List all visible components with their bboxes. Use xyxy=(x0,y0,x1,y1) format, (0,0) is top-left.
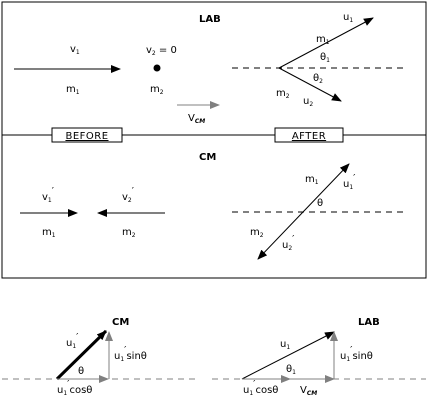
cm-title: CM xyxy=(199,152,216,163)
before-tag: BEFORE xyxy=(65,131,108,142)
m2-label: m2 xyxy=(150,84,164,96)
u2p-label: u2′ xyxy=(282,234,295,252)
lower-lab-title: LAB xyxy=(358,317,380,328)
lab-title: LAB xyxy=(199,14,221,25)
v2p-label: v2′ xyxy=(122,186,135,204)
after-tag-box xyxy=(274,127,344,143)
lower-lab-vcm-label: VCM xyxy=(300,385,317,397)
v2-label: v2 = 0 xyxy=(146,45,177,57)
u2-arrow xyxy=(278,67,342,102)
target-particle xyxy=(153,64,161,72)
m2-cm-label: m2 xyxy=(122,227,136,239)
m1-cm-label: m1 xyxy=(42,227,56,239)
u1-arrow xyxy=(278,17,374,69)
lower-lab-theta1: θ1 xyxy=(286,364,296,376)
m2-cm-after-label: m2 xyxy=(250,227,264,239)
lower-cm-cos-label: u1′cosθ xyxy=(57,379,92,397)
lower-u1-label: u1 xyxy=(280,339,290,351)
m1-cm-after-label: m1 xyxy=(305,174,319,186)
lower-lab-cos-label: u1′cosθ xyxy=(243,379,278,397)
lower-u1p-label: u1′ xyxy=(66,332,79,350)
lower-cm-title: CM xyxy=(112,317,129,328)
upper-frame xyxy=(1,1,427,279)
theta-cm-label: θ xyxy=(317,198,323,209)
m1-after-label: m1 xyxy=(316,34,330,46)
after-tag: AFTER xyxy=(292,131,326,142)
v1p-label: v1′ xyxy=(42,186,55,204)
before-tag-box xyxy=(51,127,123,143)
u2-label: u2 xyxy=(303,96,313,108)
m1-label: m1 xyxy=(66,84,80,96)
lower-cm-sin-label: u1′sinθ xyxy=(114,345,147,363)
vcm-label: VCM xyxy=(188,113,205,125)
lower-cm-theta: θ xyxy=(78,366,84,377)
u1-label: u1 xyxy=(343,12,353,24)
lower-u1p-arrow xyxy=(55,329,108,381)
theta1-label: θ1 xyxy=(320,52,330,64)
lower-u1-arrow xyxy=(241,331,335,380)
v1-label: v1 xyxy=(70,44,80,56)
m2-after-label: m2 xyxy=(276,88,290,100)
u2p-arrow xyxy=(257,211,304,260)
theta2-label: θ2 xyxy=(313,73,323,85)
u1p-label: u1′ xyxy=(343,173,356,191)
u1p-arrow xyxy=(302,163,350,213)
lower-lab-sin-label: u1′sinθ xyxy=(340,345,373,363)
